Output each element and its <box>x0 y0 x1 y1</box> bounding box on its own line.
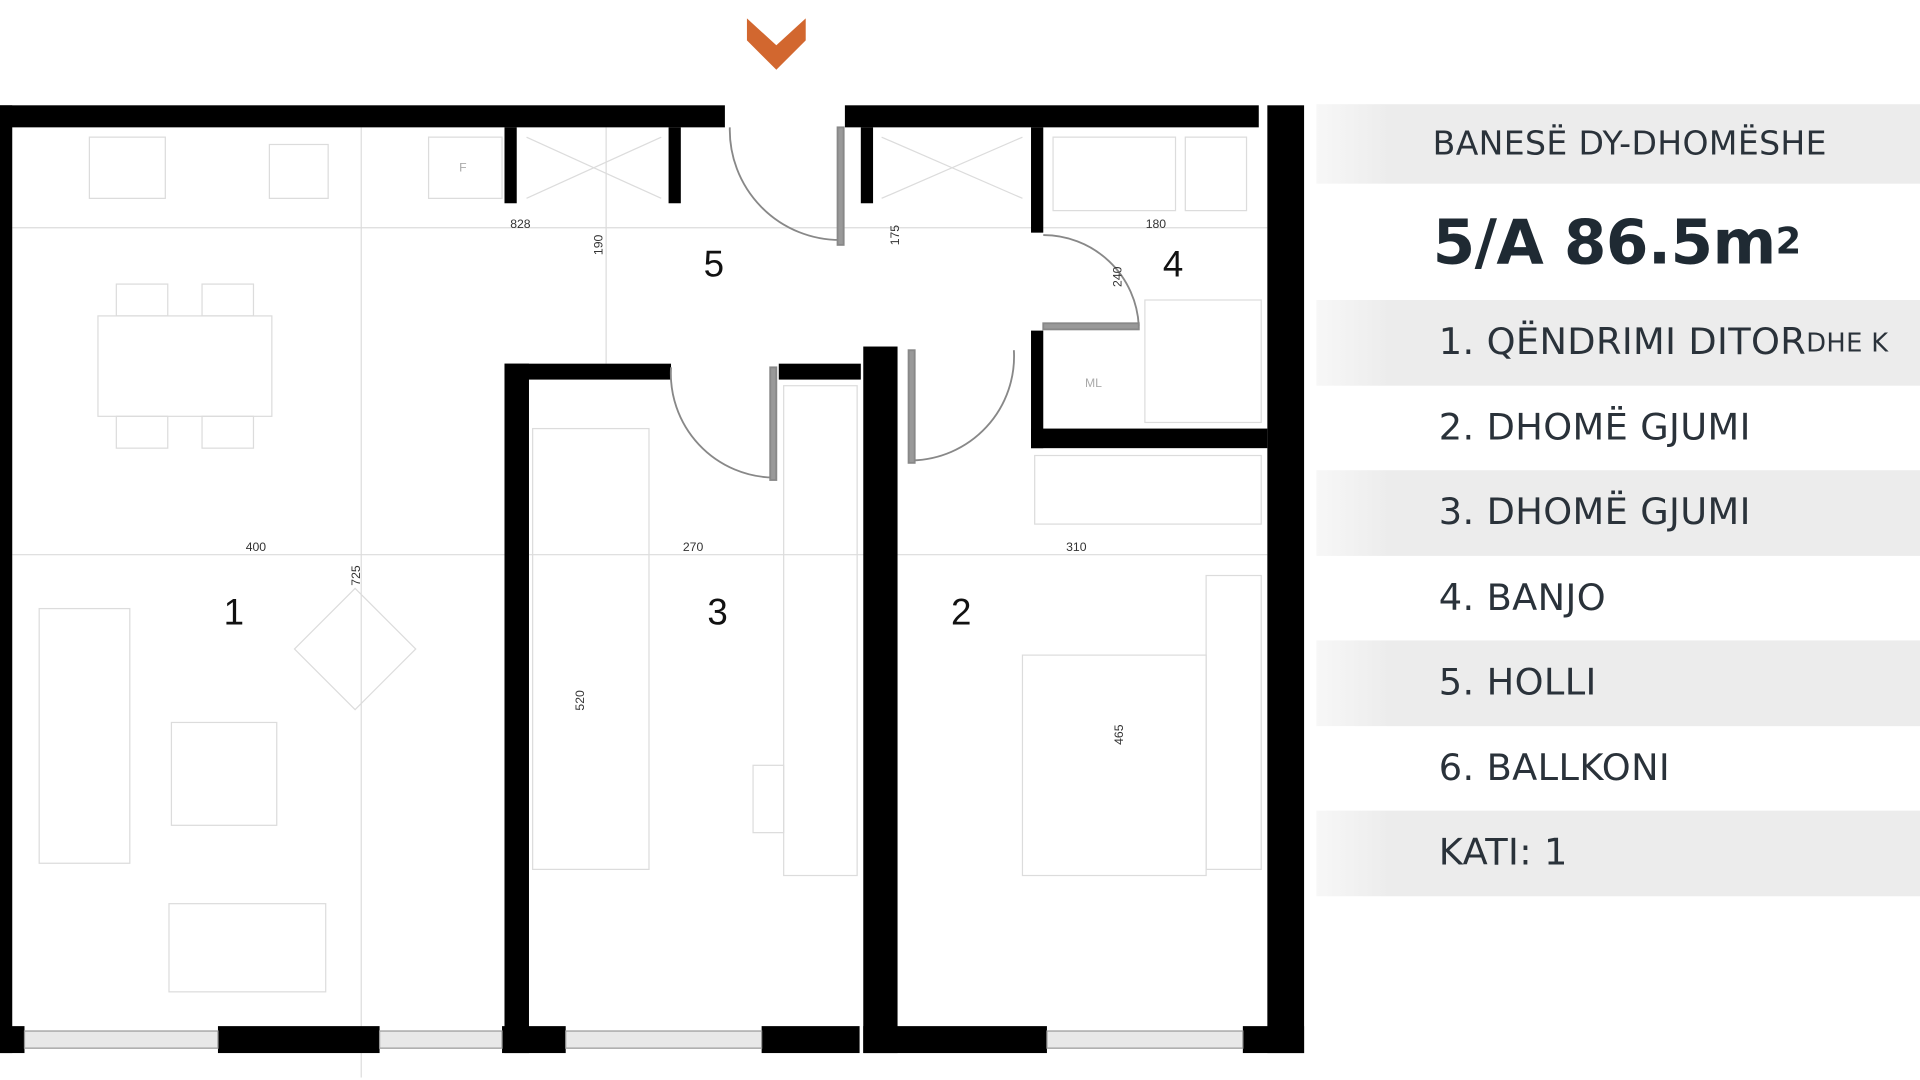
room-number-1: 1 <box>224 591 244 632</box>
dimension-label: 400 <box>246 540 267 554</box>
room-number-5: 5 <box>704 244 724 285</box>
floor-level: KATI: 1 <box>1316 810 1920 896</box>
room-item-label: 1. QËNDRIMI DITOR <box>1438 321 1807 364</box>
area-unit-superscript: 2 <box>1775 220 1802 264</box>
dimension-label: 828 <box>510 217 531 231</box>
dimension-label: 190 <box>591 235 605 256</box>
room-item-5: 5. HOLLI <box>1316 640 1920 726</box>
fridge-label: F <box>459 160 466 174</box>
dimension-label: 310 <box>1066 540 1087 554</box>
dimension-label: 270 <box>683 540 704 554</box>
room-item-1: 1. QËNDRIMI DITOR DHE K <box>1316 300 1920 386</box>
dimension-label: 175 <box>888 225 902 246</box>
room-item-2: 2. DHOMË GJUMI <box>1438 406 1751 450</box>
apartment-type: BANESË DY-DHOMËSHE <box>1316 104 1920 184</box>
dimension-label: 465 <box>1112 724 1126 745</box>
chevron-down-icon[interactable] <box>746 18 806 70</box>
washer-label: ML <box>1085 376 1102 390</box>
dimension-label: 180 <box>1146 217 1167 231</box>
room-item-6: 6. BALLKONI <box>1438 746 1671 790</box>
room-item-3: 3. DHOMË GJUMI <box>1316 470 1920 556</box>
room-number-3: 3 <box>707 591 727 632</box>
room-item-4: 4. BANJO <box>1438 576 1607 620</box>
furniture-outlines <box>12 127 1268 1078</box>
windows <box>23 1030 1244 1049</box>
dimension-label: 520 <box>573 690 587 711</box>
room-number-4: 4 <box>1163 244 1183 285</box>
room-number-2: 2 <box>951 591 971 632</box>
dimension-label: 240 <box>1111 266 1125 287</box>
apartment-code: 5/A 86.5m <box>1432 206 1777 278</box>
floor-plan: 5 4 1 3 2 828 190 175 180 240 400 725 27… <box>0 18 1305 1078</box>
dimension-label: 725 <box>349 565 363 586</box>
walls <box>0 105 1305 1054</box>
room-item-suffix: DHE K <box>1806 327 1889 358</box>
doors <box>669 126 1140 481</box>
